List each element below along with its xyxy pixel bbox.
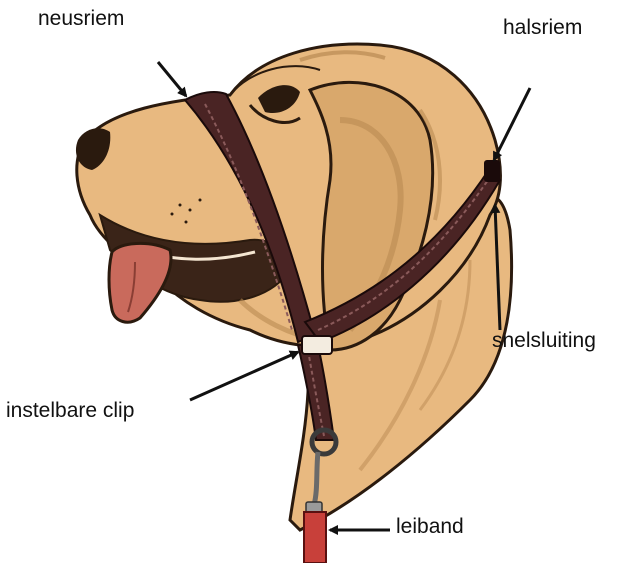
adjustable-clip: [302, 336, 332, 354]
label-instelbare-clip: instelbare clip: [6, 400, 134, 421]
label-neusriem: neusriem: [38, 8, 124, 29]
label-halsriem: halsriem: [503, 17, 582, 38]
label-snelsluiting: snelsluiting: [492, 330, 596, 351]
snap-buckle: [484, 160, 500, 182]
label-leiband: leiband: [396, 516, 464, 537]
arrow-halsriem: [494, 88, 530, 160]
arrow-instelbare-clip: [190, 352, 298, 400]
dog-tongue: [109, 243, 171, 322]
arrow-neusriem: [158, 62, 186, 96]
leash-strap: [304, 512, 326, 563]
